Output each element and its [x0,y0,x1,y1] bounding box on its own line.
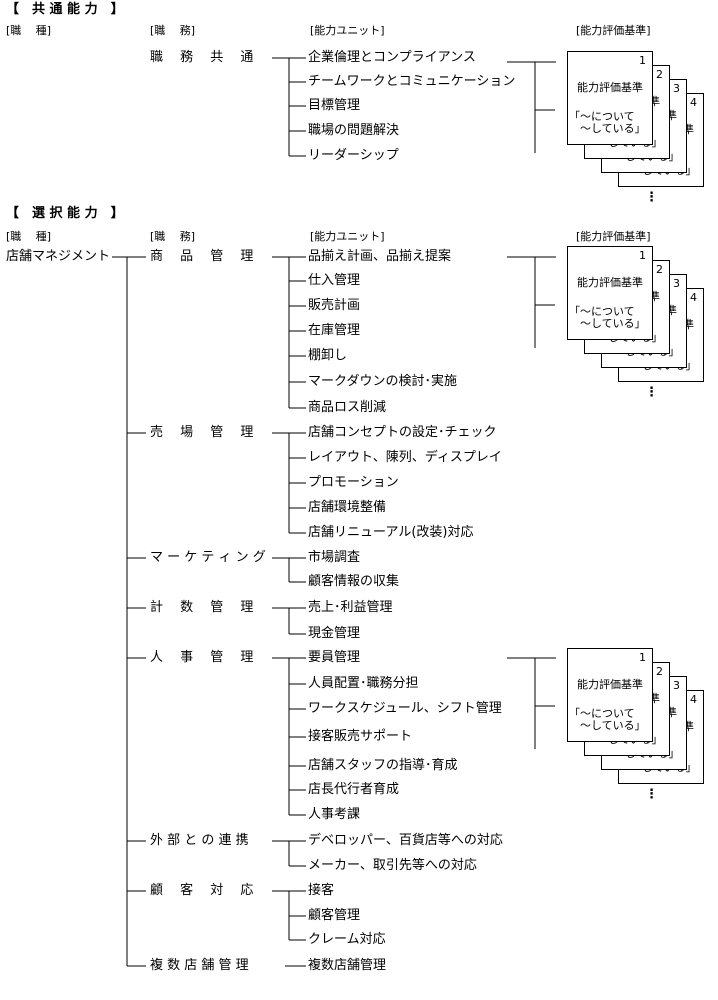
card-number: 2 [656,665,663,678]
card-number: 4 [690,693,697,706]
ability-unit: 店舗リニューアル(改装)対応 [308,525,474,540]
criteria-card: 1 能力評価基準「～について～している」 [567,246,653,340]
header-unit: [能力ユニット] [310,24,385,37]
ability-unit: 現金管理 [308,626,361,641]
card-title: 能力評価基準 [577,81,643,94]
criteria-card: 1 能力評価基準「～について～している」 [567,51,653,145]
card-number: 1 [639,249,646,262]
header-duty: [職 務] [150,230,196,243]
ability-unit: 接客販売サポート [308,729,413,744]
card-number: 3 [673,277,680,290]
card-number: 4 [690,96,697,109]
header-job-type: [職 種] [6,230,52,243]
duty-6: 顧 客 対 応 [150,883,254,898]
ability-unit: 目標管理 [308,98,361,113]
ability-unit: 店舗コンセプトの設定･チェック [308,425,497,440]
ability-unit: デベロッパー、百貨店等への対応 [308,833,503,848]
duty-common: 職 務 共 通 [150,50,254,65]
card-number: 2 [656,263,663,276]
card-number: 4 [690,291,697,304]
ability-unit: メーカー、取引先等への対応 [308,858,477,873]
duty-1: 売 場 管 理 [150,425,254,440]
ability-unit: 販売計画 [308,298,361,313]
ability-unit: 商品ロス削減 [308,400,387,415]
duty-0: 商 品 管 理 [150,249,254,264]
card-number: 2 [656,68,663,81]
more-cards-ellipsis: ⋮ [645,385,658,400]
ability-unit: 在庫管理 [308,323,361,338]
card-quote-line1: 「～について [569,305,635,318]
ability-unit: 接客 [308,883,335,898]
header-job-type: [職 種] [6,24,52,37]
ability-unit: 棚卸し [308,348,348,363]
duty-7: 複 数 店 舗 管 理 [150,958,249,973]
card-number: 1 [639,651,646,664]
ability-unit: 顧客管理 [308,908,361,923]
header-duty: [職 務] [150,24,196,37]
ability-unit: 店舗スタッフの指導･育成 [308,758,458,773]
card-title: 能力評価基準 [577,678,643,691]
ability-unit: 複数店舗管理 [308,958,387,973]
ability-unit: 店舗環境整備 [308,500,387,515]
ability-unit: 売上･利益管理 [308,600,393,615]
ability-unit: 品揃え計画、品揃え提案 [308,249,452,264]
header-criteria: [能力評価基準] [576,24,651,37]
ability-unit: チームワークとコミュニケーション [308,74,516,89]
ability-unit: 市場調査 [308,550,361,565]
duty-2: マ ー ケ テ ィ ン グ [150,550,266,565]
job-type-store-management: 店舗マネジメント [6,249,111,264]
section-title-common: 【 共 通 能 力 】 [6,2,124,17]
section-title-selective: 【 選 択 能 力 】 [6,206,124,221]
ability-unit: 人員配置･職務分担 [308,676,419,691]
criteria-card: 1 能力評価基準「～について～している」 [567,648,653,742]
card-quote-line2: ～している」 [580,122,646,135]
ability-unit: 顧客情報の収集 [308,574,400,589]
ability-unit: マークダウンの検討･実施 [308,374,457,389]
duty-3: 計 数 管 理 [150,600,254,615]
card-number: 1 [639,54,646,67]
card-title: 能力評価基準 [577,276,643,289]
ability-unit: 店長代行者育成 [308,782,400,797]
card-number: 3 [673,82,680,95]
ability-unit: 企業倫理とコンプライアンス [308,50,476,65]
header-criteria: [能力評価基準] [576,230,651,243]
ability-unit: 要員管理 [308,650,361,665]
ability-unit: 職場の問題解決 [308,123,400,138]
duty-5: 外 部 と の 連 携 [150,833,249,848]
card-number: 3 [673,679,680,692]
more-cards-ellipsis: ⋮ [645,787,658,802]
ability-unit: 仕入管理 [308,273,361,288]
ability-unit: レイアウト、陳列、ディスプレイ [308,450,502,465]
card-quote-line1: 「～について [569,110,635,123]
ability-unit: 人事考課 [308,807,361,822]
ability-unit: プロモーション [308,475,399,490]
duty-4: 人 事 管 理 [150,650,254,665]
ability-unit: リーダーシップ [308,148,399,163]
ability-unit: ワークスケジュール、シフト管理 [308,701,502,716]
card-quote-line1: 「～について [569,707,635,720]
card-quote-line2: ～している」 [580,317,646,330]
more-cards-ellipsis: ⋮ [645,190,658,205]
header-unit: [能力ユニット] [310,230,385,243]
ability-unit: クレーム対応 [308,932,386,947]
card-quote-line2: ～している」 [580,719,646,732]
